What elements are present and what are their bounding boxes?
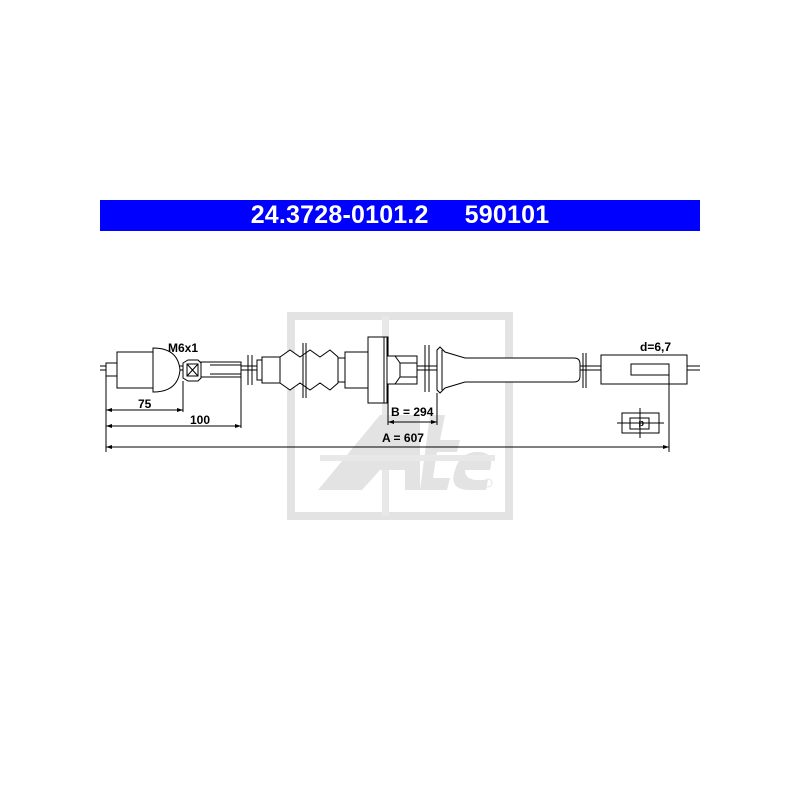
dim-75-label: 75 (138, 397, 152, 411)
part-number-banner: 24.3728-0101.2 590101 (100, 200, 700, 231)
dimension-arrows (106, 408, 669, 449)
diameter-label: d=6,7 (640, 340, 671, 354)
dim-b-label: B = 294 (391, 405, 434, 419)
article-number: 590101 (464, 201, 550, 229)
dim-a-label: A = 607 (382, 431, 424, 445)
dim-100-label: 100 (190, 413, 210, 427)
cable-assembly (100, 336, 700, 452)
d-symbol: d (639, 419, 645, 429)
ate-watermark (287, 312, 513, 520)
thread-label: M6x1 (168, 341, 198, 355)
part-number: 24.3728-0101.2 (250, 201, 429, 229)
